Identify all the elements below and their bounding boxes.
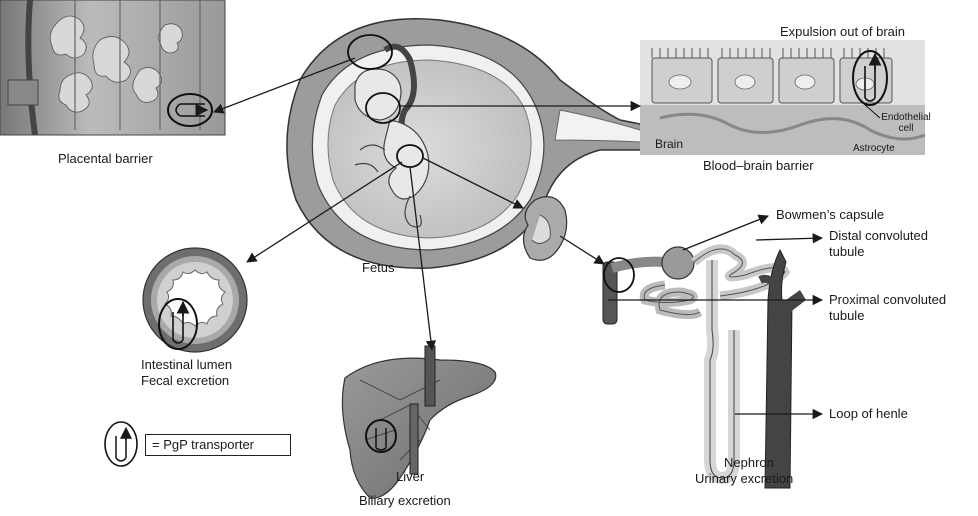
uterus-illustration xyxy=(287,19,669,268)
nephron-illustration xyxy=(603,247,806,488)
arrow-to-distal xyxy=(756,238,822,240)
brain-label: Brain xyxy=(655,139,683,150)
liver-label: Liver xyxy=(396,469,424,485)
distal-convoluted-tubule-label: Distal convoluted tubule xyxy=(829,228,928,260)
fecal-excretion-label: Fecal excretion xyxy=(141,373,229,389)
legend-pgp-symbol xyxy=(105,422,137,466)
kidney-illustration xyxy=(523,197,566,261)
astrocyte-label: Astrocyte xyxy=(853,143,895,154)
placenta-illustration xyxy=(0,0,225,135)
bowmens-capsule-label: Bowmen’s capsule xyxy=(776,207,884,223)
endothelial-cell-label: Endothelial cell xyxy=(876,112,936,134)
blood-brain-barrier-label: Blood–brain barrier xyxy=(703,158,814,174)
biliary-excretion-label: Biliary excretion xyxy=(359,493,451,509)
loop-of-henle-label: Loop of henle xyxy=(829,406,908,422)
nephron-label: Nephron xyxy=(724,455,774,471)
urinary-excretion-label: Urinary excretion xyxy=(695,471,793,487)
legend-box: = PgP transporter xyxy=(145,434,291,456)
legend-text: = PgP transporter xyxy=(152,437,254,452)
intestinal-lumen-label: Intestinal lumen xyxy=(141,357,232,373)
placental-barrier-label: Placental barrier xyxy=(58,151,153,167)
fetus-label: Fetus xyxy=(362,260,395,276)
arrow-to-nephron xyxy=(560,236,604,264)
proximal-convoluted-tubule-label: Proximal convoluted tubule xyxy=(829,292,946,324)
expulsion-label: Expulsion out of brain xyxy=(780,24,905,40)
